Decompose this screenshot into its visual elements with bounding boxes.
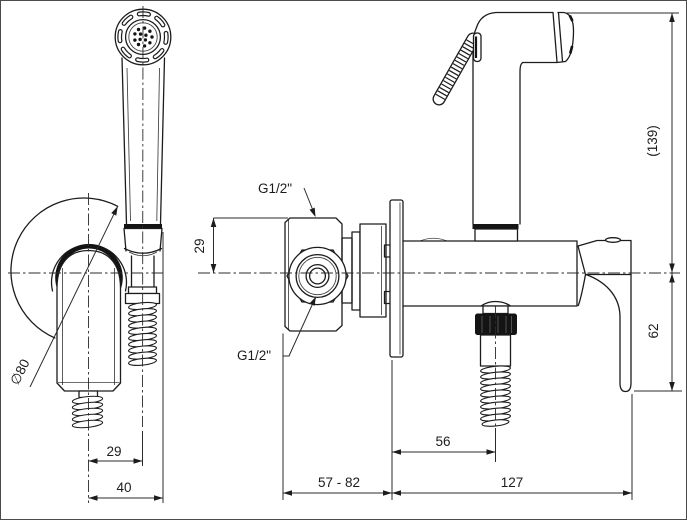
dim-56: 56 <box>392 428 496 462</box>
sprayer-nut-seal <box>472 224 519 229</box>
spray-nozzle-dots <box>133 26 154 48</box>
label-thread-front: G1/2" <box>237 296 316 363</box>
dim-57-82: 57 - 82 <box>282 333 393 500</box>
dim-127-label: 127 <box>501 475 524 490</box>
dim-left-40: 40 <box>88 232 164 503</box>
hand-sprayer-side <box>432 11 575 242</box>
left-view <box>10 8 172 429</box>
hose-outlet <box>475 305 517 427</box>
label-thread-top: G1/2" <box>258 181 316 217</box>
centerlines <box>8 5 680 503</box>
dim-right-29-label: 29 <box>192 238 207 253</box>
dim-left-40-label: 40 <box>116 480 131 495</box>
dim-56-label: 56 <box>435 434 450 449</box>
dim-left-29-label: 29 <box>106 444 121 459</box>
thread-top-label: G1/2" <box>258 181 292 196</box>
knurled-nut <box>475 313 517 335</box>
thread-front-label: G1/2" <box>237 348 271 363</box>
dim-62-label: 62 <box>646 323 661 338</box>
holder-outlet-thread <box>71 395 104 429</box>
dim-127: 127 <box>392 394 633 500</box>
valve-lever <box>577 237 632 393</box>
concealed-valve-body <box>284 217 392 332</box>
valve-pipe <box>402 237 578 307</box>
dim-right-29: 29 <box>192 217 288 273</box>
wall-holder <box>10 197 128 429</box>
dim-62: 62 <box>634 273 682 392</box>
dim-57-82-label: 57 - 82 <box>318 475 360 490</box>
lever-set-screw <box>604 237 622 243</box>
sprayer-union-nut <box>474 228 519 242</box>
rosette-diameter-label: ∅80 <box>7 357 32 388</box>
dim-139-label: (139) <box>645 125 660 157</box>
right-view <box>284 11 632 427</box>
trigger-lever <box>432 32 480 106</box>
rosette-circle <box>10 197 119 339</box>
wall-flange <box>389 199 404 358</box>
dim-left-29: 29 <box>88 431 143 466</box>
centerline-sprayer-axis <box>142 5 144 428</box>
trigger-clip <box>472 32 482 63</box>
dim-139: (139) <box>565 12 679 273</box>
